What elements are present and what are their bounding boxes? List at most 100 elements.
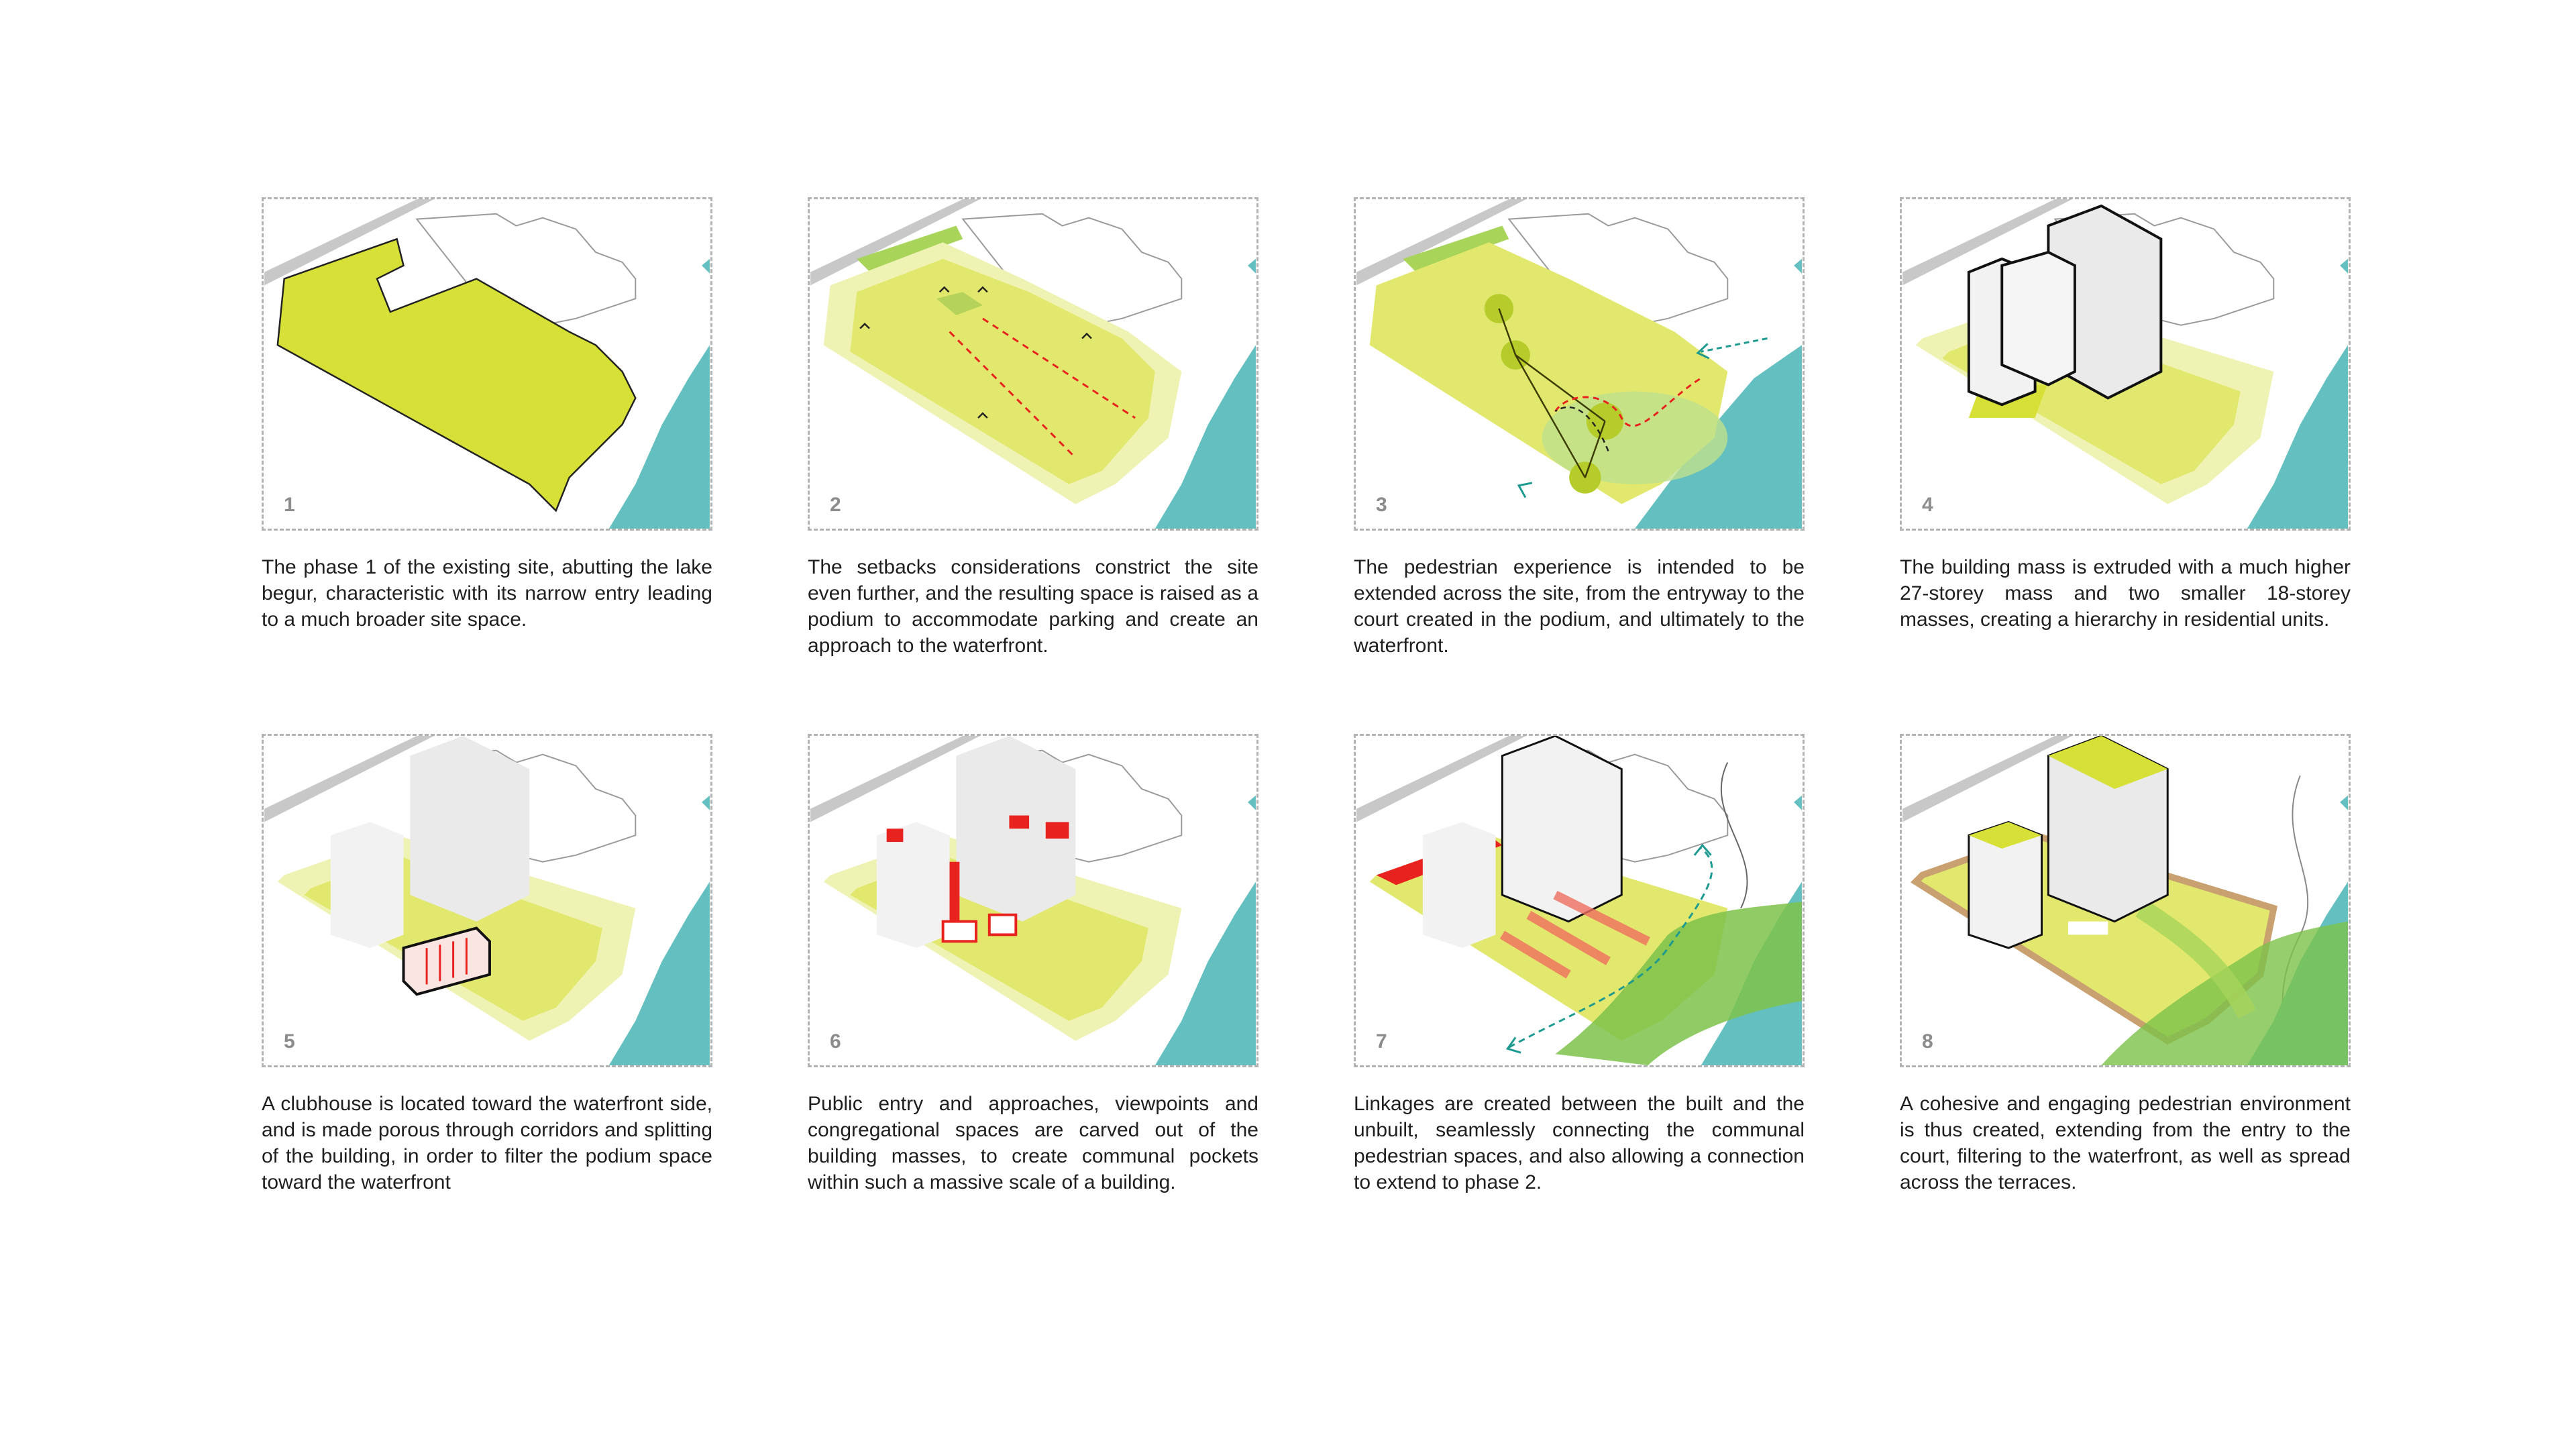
lake bbox=[608, 881, 710, 1065]
arrow-head bbox=[1505, 1036, 1521, 1054]
step-number: 7 bbox=[1376, 1030, 1387, 1053]
lake bbox=[1155, 881, 1256, 1065]
step-number: 1 bbox=[284, 494, 295, 516]
entry-carve bbox=[949, 861, 960, 922]
tower-18-storey bbox=[1422, 822, 1496, 949]
clubhouse-corridors bbox=[425, 938, 468, 985]
arrow-head bbox=[1693, 843, 1712, 856]
water-marker bbox=[2340, 258, 2348, 274]
step-caption: The pedestrian experience is intended to… bbox=[1354, 556, 1805, 657]
waterfront-zone bbox=[1542, 391, 1728, 484]
step-number: 6 bbox=[830, 1030, 841, 1053]
phase-2-connection bbox=[1508, 847, 1713, 1049]
setback-marker bbox=[859, 322, 870, 329]
water-marker bbox=[702, 795, 710, 810]
diagram-panel-2: 2 bbox=[808, 197, 1258, 531]
step-caption: The building mass is extruded with a muc… bbox=[1900, 556, 2351, 631]
step-caption: The phase 1 of the existing site, abutti… bbox=[262, 556, 712, 631]
step-caption: Public entry and approaches, viewpoints … bbox=[808, 1093, 1258, 1193]
phase-2-link bbox=[1701, 337, 1768, 353]
water-marker bbox=[1794, 258, 1802, 274]
tower-18-storey bbox=[1968, 820, 2043, 949]
roof-terrace bbox=[2048, 736, 2168, 790]
entry-court bbox=[936, 292, 983, 315]
loop-route bbox=[1554, 406, 1609, 451]
viewpoint-carve bbox=[886, 828, 904, 843]
lake bbox=[608, 345, 710, 529]
diagram-panel-3: 3 bbox=[1354, 197, 1805, 531]
road bbox=[1902, 736, 2072, 822]
diagram-panel-8: 8 bbox=[1900, 734, 2351, 1067]
site-diagram-2 bbox=[810, 199, 1256, 529]
setback-marker bbox=[977, 412, 988, 419]
road bbox=[264, 736, 434, 822]
diagram-panel-4: 4 bbox=[1900, 197, 2351, 531]
node-waterfront bbox=[1569, 462, 1601, 494]
tower-27-storey bbox=[410, 736, 530, 922]
diagram-panel-1: 1 bbox=[262, 197, 712, 531]
pocket-space bbox=[941, 920, 978, 943]
podium bbox=[850, 258, 1155, 484]
built-unbuilt-linkages bbox=[1499, 890, 1650, 979]
entry-path bbox=[857, 225, 963, 272]
water-marker bbox=[1794, 795, 1802, 810]
setback-marker bbox=[977, 286, 988, 293]
node-entry bbox=[1484, 294, 1514, 323]
roof-terrace bbox=[1968, 822, 2042, 849]
site-diagram-4 bbox=[1902, 199, 2348, 529]
approach-arrow bbox=[982, 317, 1136, 419]
phase-2-outline bbox=[961, 749, 1183, 863]
pedestrian-route bbox=[1554, 377, 1702, 427]
viewpoint-carve bbox=[1009, 815, 1030, 829]
diagram-panel-6: 6 bbox=[808, 734, 1258, 1067]
landscape-zone bbox=[1555, 901, 1802, 1065]
step-caption: Linkages are created between the built a… bbox=[1354, 1093, 1805, 1193]
site-diagram-5 bbox=[264, 736, 710, 1065]
phase-2-boundary bbox=[1720, 762, 1748, 909]
water-marker bbox=[1248, 795, 1256, 810]
node-court bbox=[1501, 340, 1530, 370]
setback-marker bbox=[938, 286, 950, 293]
road bbox=[1356, 736, 1526, 822]
viewpoint-carve bbox=[1045, 822, 1069, 839]
step-number: 8 bbox=[1922, 1030, 1933, 1053]
node-podium bbox=[1586, 402, 1624, 440]
tower-18-storey-b bbox=[2000, 250, 2076, 386]
tower-27-storey bbox=[2047, 736, 2169, 923]
diagram-panel-5: 5 bbox=[262, 734, 712, 1067]
phase-2-outline bbox=[415, 749, 637, 863]
approach-arrow bbox=[949, 331, 1077, 459]
road bbox=[810, 736, 980, 822]
site-diagram-3 bbox=[1356, 199, 1802, 529]
step-caption: The setbacks considerations constrict th… bbox=[808, 556, 1258, 657]
step-caption: A clubhouse is located toward the waterf… bbox=[262, 1093, 712, 1193]
pocket-space bbox=[987, 913, 1018, 936]
clubhouse bbox=[2068, 921, 2108, 935]
phase-2-outline bbox=[2053, 213, 2275, 326]
entry-path bbox=[1403, 225, 1509, 272]
tower-18-storey bbox=[330, 822, 404, 949]
arrow-head bbox=[1696, 343, 1710, 360]
tower-18-storey bbox=[876, 822, 950, 949]
site-diagram-8 bbox=[1902, 736, 2348, 1065]
lake bbox=[1155, 345, 1256, 529]
setback-marker bbox=[1081, 332, 1092, 339]
step-number: 5 bbox=[284, 1030, 295, 1053]
site-diagram-7 bbox=[1356, 736, 1802, 1065]
diagram-panel-7: 7 bbox=[1354, 734, 1805, 1067]
step-number: 2 bbox=[830, 494, 841, 516]
tower-27-storey bbox=[1501, 736, 1623, 923]
water-marker bbox=[702, 258, 710, 274]
tower-27-storey bbox=[956, 736, 1076, 922]
site-diagram-6 bbox=[810, 736, 1256, 1065]
step-number: 4 bbox=[1922, 494, 1933, 516]
step-caption: A cohesive and engaging pedestrian envir… bbox=[1900, 1093, 2351, 1193]
clubhouse bbox=[402, 926, 491, 996]
arrow-head bbox=[1517, 482, 1533, 498]
site-plot bbox=[276, 237, 637, 513]
court-landscape bbox=[2135, 900, 2257, 1019]
water-marker bbox=[2340, 795, 2348, 810]
pedestrian-links bbox=[1498, 308, 1606, 478]
site-diagram-1 bbox=[264, 199, 710, 529]
lake bbox=[2247, 345, 2348, 529]
